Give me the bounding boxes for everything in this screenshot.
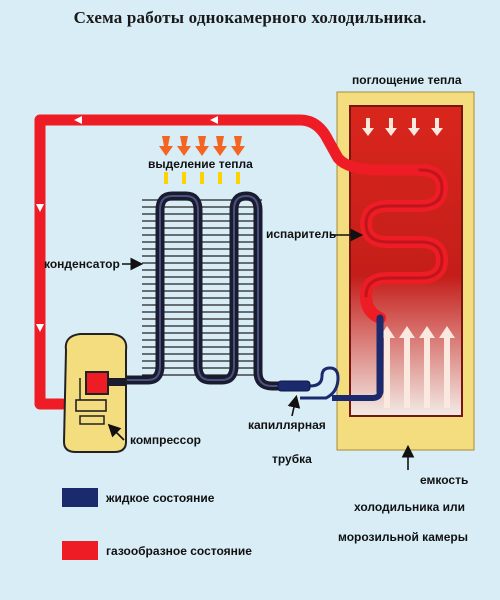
- label-condenser: конденсатор: [44, 257, 120, 271]
- legend-swatch-gas: [62, 541, 98, 560]
- compressor-panel: [75, 399, 107, 412]
- heat-glow-4: [218, 172, 222, 184]
- label-compressor: компрессор: [130, 433, 201, 447]
- heat-glow-3: [200, 172, 204, 184]
- label-chamber-3: морозильной камеры: [338, 530, 468, 544]
- pointer-capillary: [287, 394, 301, 417]
- legend-label-gas: газообразное состояние: [106, 544, 252, 558]
- flow-direction-markers: [36, 116, 218, 332]
- heat-arrow-3: [195, 136, 209, 156]
- compressor-slot: [79, 415, 105, 425]
- legend-swatch-liquid: [62, 488, 98, 507]
- flow-arrow-left-1: [36, 204, 44, 212]
- condenser-coil-highlight: [126, 195, 282, 387]
- absorb-arrow-1: [362, 118, 374, 136]
- heat-absorption-arrows-bottom: [379, 326, 455, 408]
- evaporator-coil-shade: [364, 168, 444, 298]
- label-heat-absorption: поглощение тепла: [352, 73, 462, 87]
- absorb-arrow-3: [408, 118, 420, 136]
- label-evaporator: испаритель: [266, 227, 337, 241]
- rise-arrow-1: [379, 326, 395, 408]
- heat-release-arrows: [159, 136, 245, 184]
- heat-glow-2: [182, 172, 186, 184]
- heat-glow-5: [236, 172, 240, 184]
- heat-arrow-2: [177, 136, 191, 156]
- capillary-line: [282, 366, 340, 400]
- flow-arrow-top-mid: [210, 116, 218, 124]
- compressor: [62, 333, 128, 453]
- pointer-compressor: [107, 423, 125, 441]
- heat-arrow-1: [159, 136, 173, 156]
- label-capillary-1: капиллярная: [248, 418, 326, 432]
- heat-arrow-5: [231, 136, 245, 156]
- capillary-filter: [277, 380, 311, 392]
- diagram-title: Схема работы однокамерного холодильника.: [73, 8, 427, 27]
- rise-arrow-2: [399, 326, 415, 408]
- rise-arrow-3: [419, 326, 435, 408]
- label-capillary-2: трубка: [272, 452, 312, 466]
- flow-arrow-left-2: [36, 324, 44, 332]
- flow-arrow-top-left: [74, 116, 82, 124]
- absorb-arrow-2: [385, 118, 397, 136]
- absorb-arrow-4: [431, 118, 443, 136]
- legend-label-liquid: жидкое состояние: [106, 491, 215, 505]
- evaporator-to-capillary: [332, 391, 383, 401]
- rise-arrow-4: [439, 326, 455, 408]
- heat-absorption-arrows-top: [362, 118, 443, 136]
- chamber-inner-shadow: [349, 105, 463, 417]
- label-chamber-1: емкость: [420, 473, 469, 487]
- heat-glow-1: [164, 172, 168, 184]
- label-chamber-2: холодильника или: [354, 500, 466, 514]
- gas-line-return: [34, 114, 426, 410]
- heat-arrow-4: [213, 136, 227, 156]
- capillary-tube: [277, 366, 340, 400]
- compressor-port: [85, 371, 109, 395]
- label-heat-release: выделение тепла: [148, 157, 253, 171]
